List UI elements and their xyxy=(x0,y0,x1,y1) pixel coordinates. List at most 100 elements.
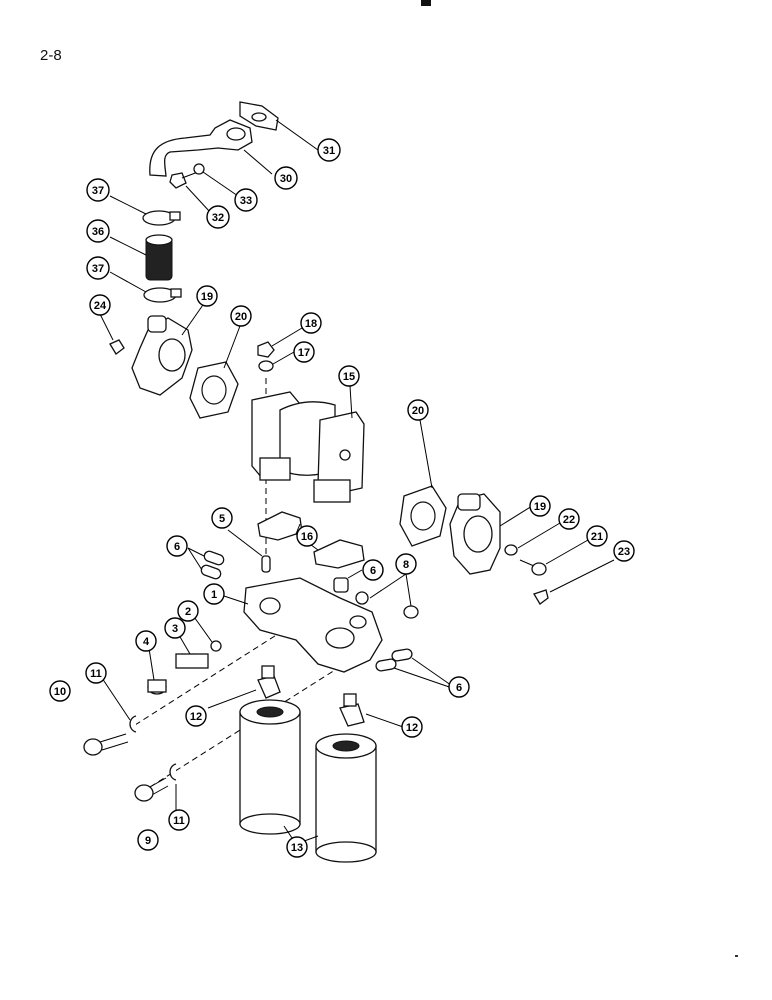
callout-30: 30 xyxy=(274,166,298,190)
bolt-10-part xyxy=(83,733,129,756)
oil-cooler-part xyxy=(251,391,365,503)
callout-9-label: 9 xyxy=(145,835,151,847)
cut-edge-mark xyxy=(421,0,431,6)
housing-right-part xyxy=(449,493,501,575)
callout-22-label: 22 xyxy=(563,514,575,526)
washer-33-part xyxy=(193,163,205,175)
fitting-24-part xyxy=(109,339,125,355)
callout-12-left: 12 xyxy=(185,705,207,727)
cap-4-part xyxy=(147,679,167,695)
clip-23-part xyxy=(533,589,549,605)
tube-gasket-part xyxy=(239,101,279,131)
washer-8a-part xyxy=(355,591,369,605)
callout-6-right-label: 6 xyxy=(456,682,462,694)
callout-12-right: 12 xyxy=(401,716,423,738)
gasket-16-lower-part xyxy=(313,539,365,569)
bolt-32-part xyxy=(169,171,199,189)
bolt-21-part xyxy=(519,559,547,576)
plug-6b-part xyxy=(200,564,222,580)
callout-31: 31 xyxy=(317,138,341,162)
callout-9: 9 xyxy=(137,829,159,851)
callout-13: 13 xyxy=(286,836,308,858)
callout-12-left-label: 12 xyxy=(190,711,202,723)
filter-right-part xyxy=(315,733,377,863)
washer-17-part xyxy=(258,360,274,372)
callout-6-right: 6 xyxy=(448,676,470,698)
callout-16-label: 16 xyxy=(301,531,313,543)
callout-37-lower-label: 37 xyxy=(92,263,104,275)
callout-4-label: 4 xyxy=(143,636,150,648)
callout-6-left-label: 6 xyxy=(174,541,180,553)
callout-2: 2 xyxy=(177,600,199,622)
callout-23: 23 xyxy=(613,540,635,562)
callout-33-label: 33 xyxy=(240,195,252,207)
spring-3-part xyxy=(175,652,209,669)
callout-11-lower: 11 xyxy=(168,809,190,831)
gasket-right-part xyxy=(399,485,447,547)
callout-19-right: 19 xyxy=(529,495,551,517)
plug-6a-part xyxy=(203,550,225,566)
plug-6c-part xyxy=(333,577,349,593)
callout-31-label: 31 xyxy=(323,145,335,157)
adapter-12-left-part xyxy=(257,665,281,699)
callout-16: 16 xyxy=(296,525,318,547)
callout-1: 1 xyxy=(203,583,225,605)
washer-8b-part xyxy=(403,605,419,619)
callout-24-label: 24 xyxy=(94,300,107,312)
callout-17-label: 17 xyxy=(298,347,310,359)
callout-33: 33 xyxy=(234,188,258,212)
callout-13-label: 13 xyxy=(291,842,303,854)
callout-23-label: 23 xyxy=(618,546,630,558)
callout-8: 8 xyxy=(395,553,417,575)
washer-22-part xyxy=(504,544,518,556)
callout-19-upper-label: 19 xyxy=(201,291,213,303)
filter-left-part xyxy=(239,699,301,835)
gasket-16-upper-part xyxy=(257,511,303,541)
callout-21: 21 xyxy=(586,525,608,547)
plug-6d-part xyxy=(375,658,397,672)
callout-12-right-label: 12 xyxy=(406,722,418,734)
callout-21-label: 21 xyxy=(591,531,603,543)
callout-24: 24 xyxy=(89,294,111,316)
callout-5: 5 xyxy=(211,507,233,529)
leader-lines xyxy=(99,119,615,845)
callout-20-right-label: 20 xyxy=(412,405,424,417)
pin-5-part xyxy=(261,555,271,573)
callout-6-middle-label: 6 xyxy=(370,565,376,577)
callout-36: 36 xyxy=(86,219,110,243)
callout-20-right: 20 xyxy=(407,399,429,421)
callout-18-label: 18 xyxy=(305,318,317,330)
callout-20-upper: 20 xyxy=(230,305,252,327)
callout-11-lower-label: 11 xyxy=(173,815,185,827)
callout-32-label: 32 xyxy=(212,212,224,224)
assembly-lines xyxy=(134,378,336,788)
callout-3-label: 3 xyxy=(172,623,178,635)
callout-19-right-label: 19 xyxy=(534,501,546,513)
callout-2-label: 2 xyxy=(185,606,191,618)
callout-6-left: 6 xyxy=(166,535,188,557)
callout-15-label: 15 xyxy=(343,371,355,383)
callout-1-label: 1 xyxy=(211,589,217,601)
housing-upper-part xyxy=(131,315,193,396)
callout-37-upper-label: 37 xyxy=(92,185,104,197)
callout-37-upper: 37 xyxy=(86,178,110,202)
gasket-upper-part xyxy=(189,361,239,419)
plug-6e-part xyxy=(391,648,413,662)
ring-11-lower-part xyxy=(169,763,177,781)
hose-clamp-upper-part xyxy=(142,210,181,226)
callout-5-label: 5 xyxy=(219,513,225,525)
callout-6-middle: 6 xyxy=(362,559,384,581)
adapter-12-right-part xyxy=(339,693,365,727)
callout-17: 17 xyxy=(293,341,315,363)
ball-2-part xyxy=(210,640,222,652)
callout-15: 15 xyxy=(338,365,360,387)
hose-clamp-lower-part xyxy=(143,287,182,303)
callout-11-upper: 11 xyxy=(85,662,107,684)
callout-11-upper-label: 11 xyxy=(90,668,102,680)
callout-18: 18 xyxy=(300,312,322,334)
oil-tube-part xyxy=(149,119,253,177)
callout-36-label: 36 xyxy=(92,226,104,238)
callout-10-label: 10 xyxy=(54,686,66,698)
callout-22: 22 xyxy=(558,508,580,530)
